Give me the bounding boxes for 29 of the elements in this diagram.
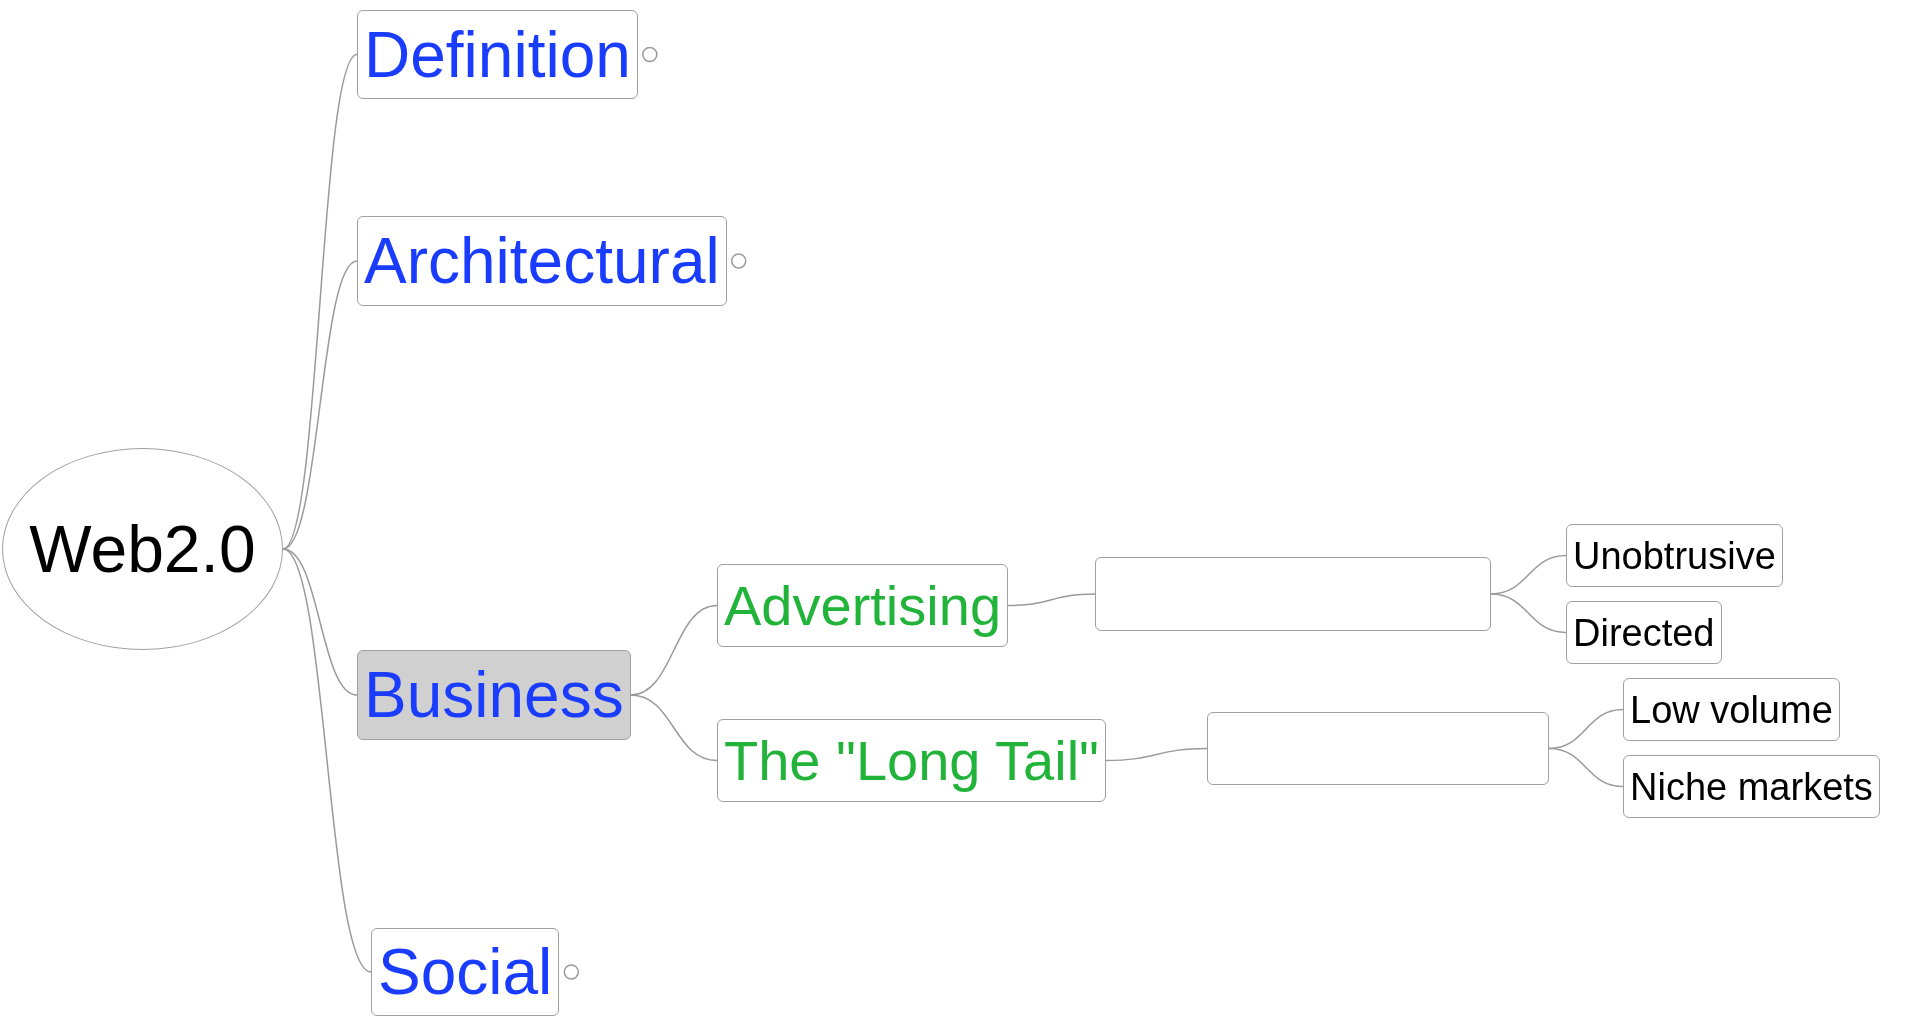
topic-label: Social <box>378 940 553 1004</box>
topic-box <box>357 216 727 306</box>
connector-line <box>1007 593 1096 607</box>
subtopic-box <box>717 719 1106 802</box>
subtopic-box <box>717 564 1009 647</box>
connector-line <box>282 548 372 973</box>
topic-label: Architectural <box>364 229 720 293</box>
topic-box <box>357 10 638 99</box>
connector-line <box>1490 593 1567 634</box>
connector-line <box>1105 747 1208 762</box>
topic-box <box>357 650 631 740</box>
subtopic-box <box>1566 524 1783 587</box>
connector-line <box>1548 747 1624 788</box>
subtopic-box <box>1623 755 1880 818</box>
connector-line <box>282 260 358 550</box>
empty-box <box>1207 712 1549 785</box>
topic-box <box>371 928 560 1016</box>
topic-label: Business <box>364 663 624 727</box>
connector-line <box>629 694 718 762</box>
topic-label: Definition <box>364 22 631 87</box>
topic-label: Directed <box>1573 613 1715 652</box>
topic-label: Web2.0 <box>29 516 256 582</box>
topic-label: Unobtrusive <box>1573 536 1776 575</box>
subtopic-box <box>1623 678 1840 741</box>
topic-label: Low volume <box>1630 690 1833 729</box>
connector-line <box>282 53 358 550</box>
subtopic-box <box>1566 601 1722 664</box>
empty-box <box>1095 557 1491 631</box>
topic-label: Niche markets <box>1630 767 1873 806</box>
